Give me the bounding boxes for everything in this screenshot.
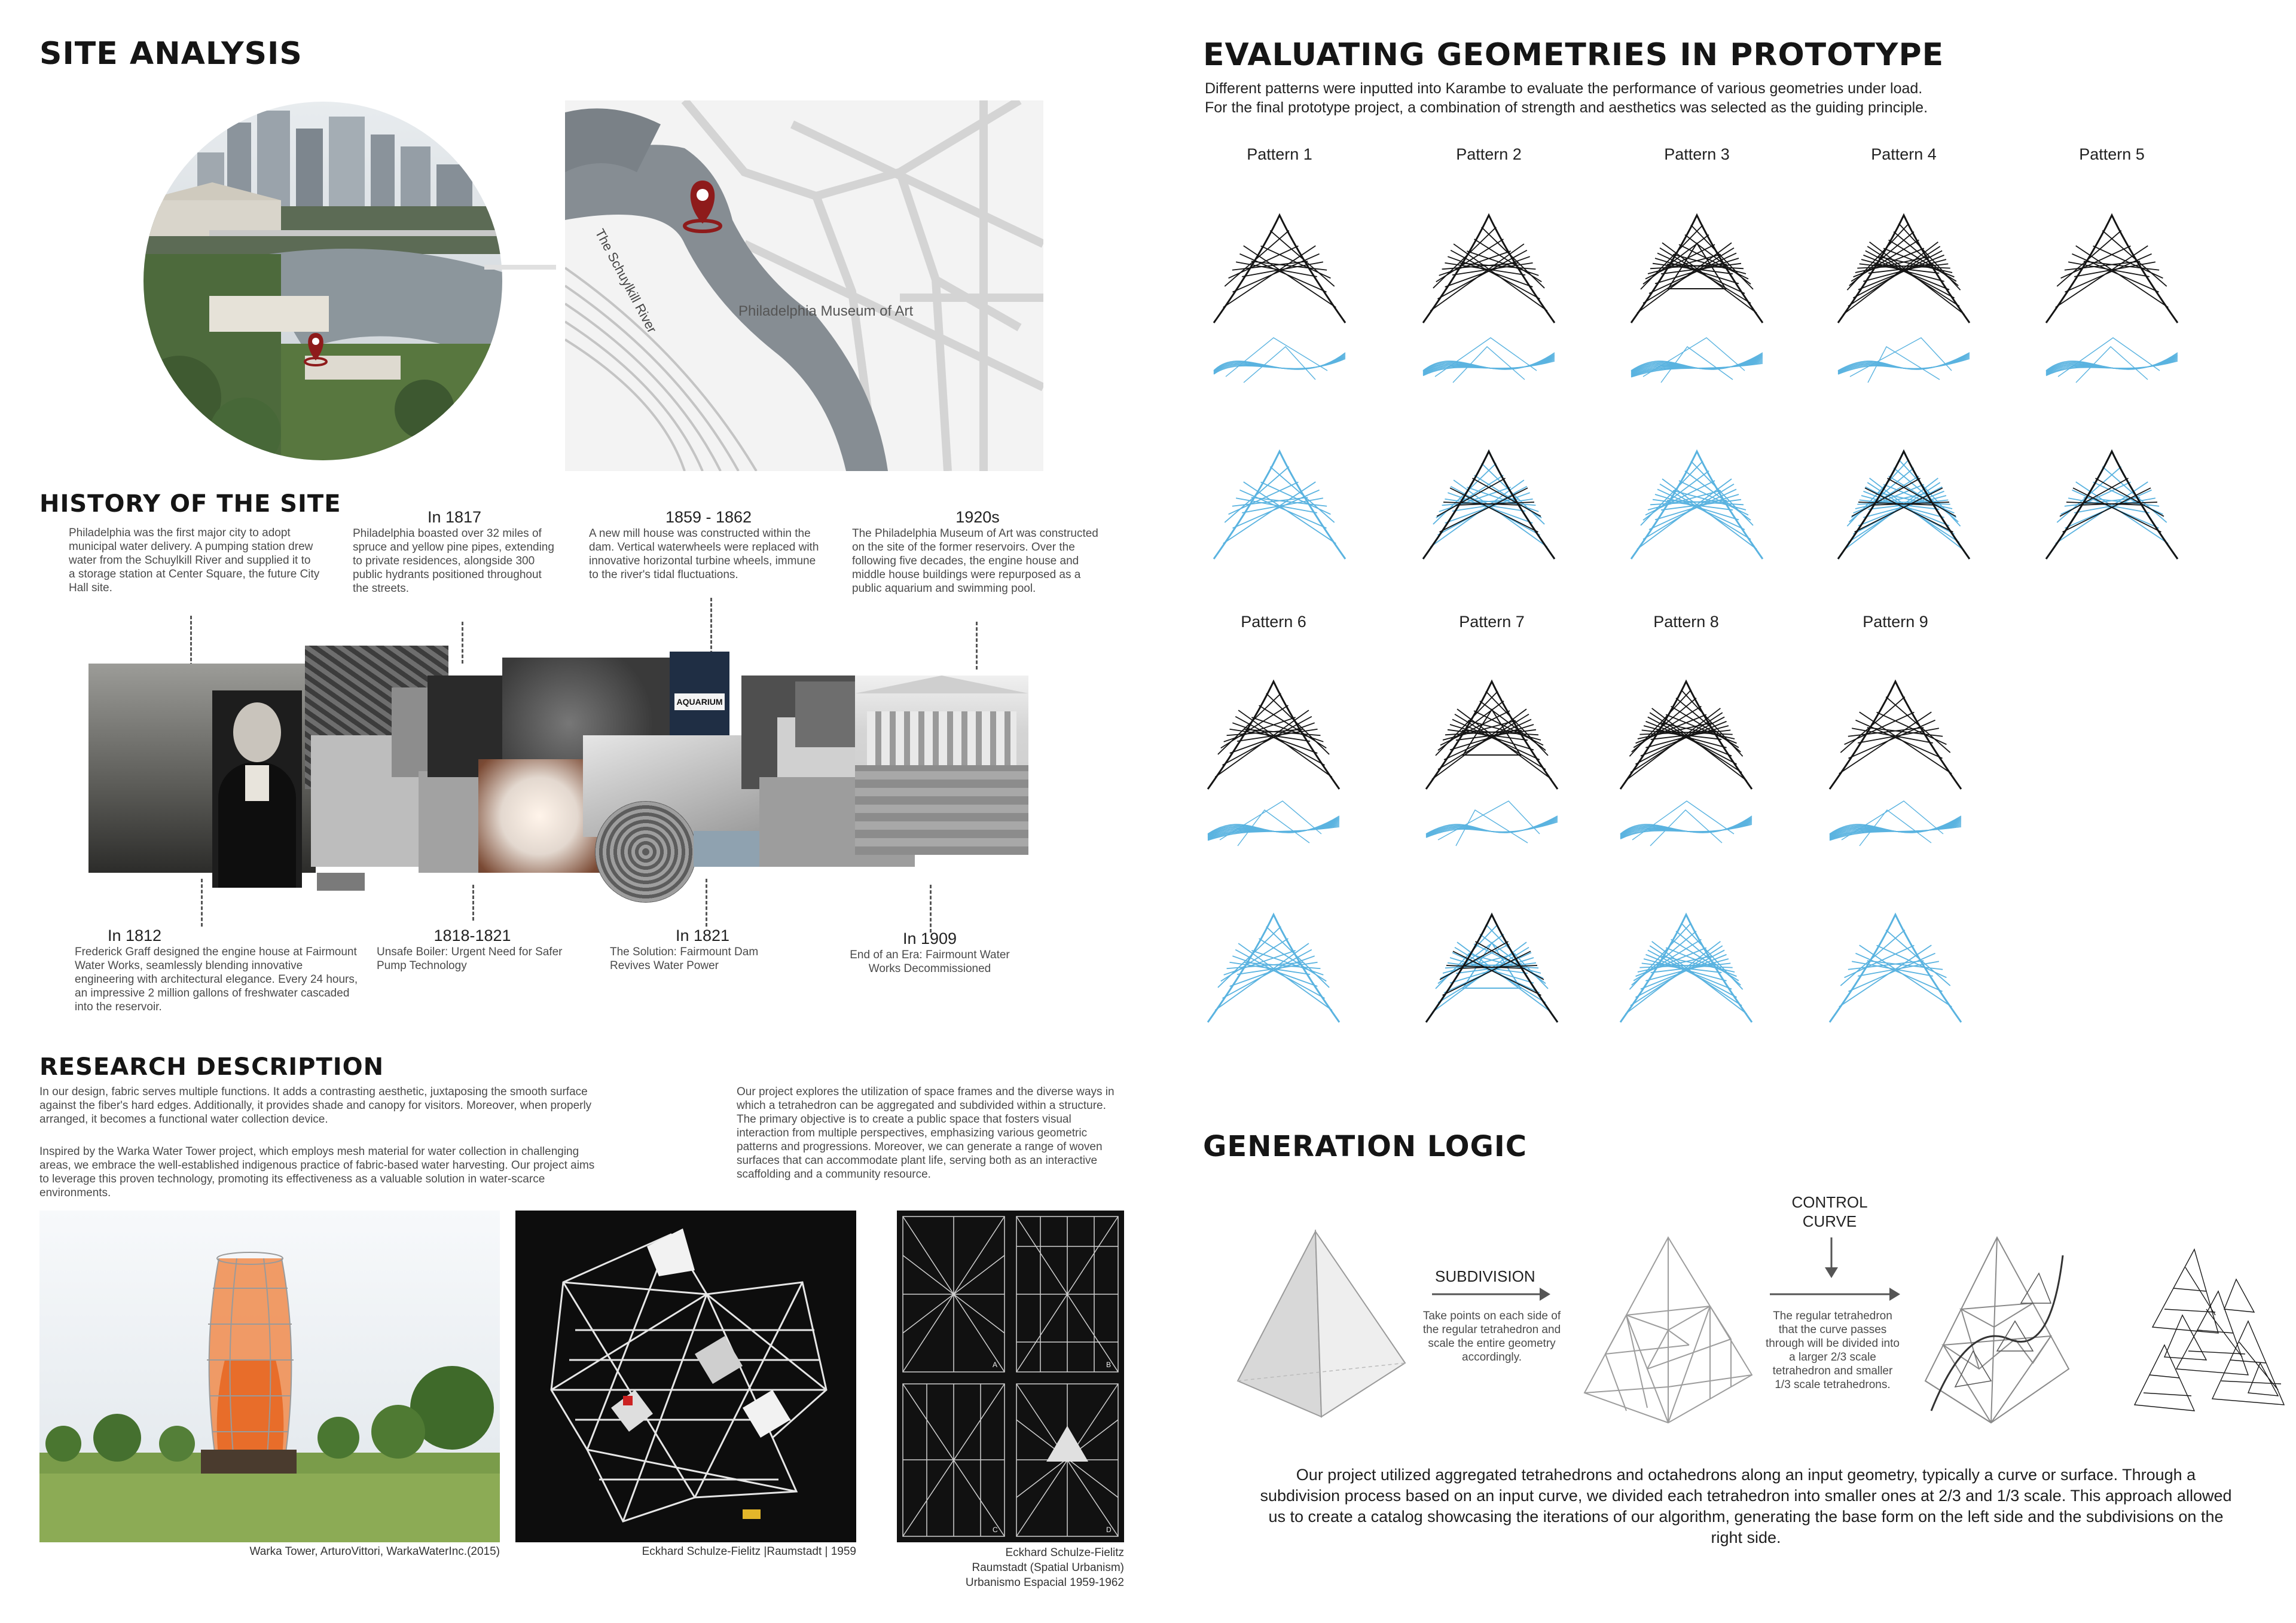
plate-label: D	[1106, 1526, 1112, 1534]
timeline-leader	[472, 885, 474, 921]
plates-caption: Eckhard Schulze-Fielitz Raumstadt (Spati…	[965, 1546, 1124, 1589]
control-curve-description: The regular tetrahedron that the curve p…	[1766, 1310, 1900, 1391]
pattern-geometry	[1213, 213, 1347, 323]
timeline-leader	[201, 879, 203, 927]
pattern-label: Pattern 9	[1863, 613, 1928, 631]
pattern-label: Pattern 3	[1664, 145, 1730, 163]
pattern-label: Pattern 8	[1653, 613, 1719, 631]
pattern-geometry	[1425, 679, 1559, 790]
pattern-overlay	[1828, 912, 1962, 1023]
arrow-right-icon	[1432, 1288, 1550, 1301]
aquarium-poster: AQUARIUM	[670, 652, 729, 735]
pattern-geometry	[1828, 679, 1962, 790]
subdivision-label: SUBDIVISION	[1435, 1267, 1535, 1285]
timeline-leader	[190, 616, 192, 687]
timeline-leader	[976, 622, 978, 670]
pattern-deformation	[1207, 800, 1340, 846]
pattern-geometry	[2045, 213, 2179, 323]
history-bottom-1: 1818-1821 Unsafe Boiler: Urgent Need for…	[377, 927, 563, 972]
timeline-leader	[462, 622, 463, 664]
pattern-geometry	[1630, 213, 1764, 323]
raumstadt-model-photo	[515, 1211, 856, 1542]
pattern-geometry	[1619, 679, 1753, 790]
pattern-overlay	[1630, 449, 1764, 560]
pattern-label: Pattern 4	[1871, 145, 1937, 163]
history-top-2: 1859 - 1862 A new mill house was constru…	[589, 508, 819, 581]
pattern-geometry	[1422, 213, 1556, 323]
generation-summary: Our project utilized aggregated tetrahed…	[1260, 1466, 2232, 1546]
pattern-deformation	[1631, 337, 1763, 383]
history-bottom-2: In 1821 The Solution: Fairmount Dam Revi…	[610, 927, 759, 972]
location-pin-icon	[304, 333, 328, 366]
generation-title: GENERATION LOGIC	[1203, 1130, 1527, 1163]
arrow-down-icon	[1825, 1237, 1838, 1278]
site-map: The Schuylkill River Philadelphia Museum…	[565, 100, 1043, 471]
location-pin-icon	[683, 181, 722, 233]
pattern-overlay	[1422, 449, 1556, 560]
aquarium-sign: AQUARIUM	[674, 693, 725, 710]
collage-base-photo	[317, 873, 365, 891]
pattern-deformation	[1620, 800, 1752, 846]
timeline-leader	[710, 598, 712, 676]
research-paragraph-3: Our project explores the utilization of …	[737, 1086, 1115, 1181]
timeline-leader	[930, 885, 932, 933]
arrow-right-icon	[1770, 1288, 1900, 1301]
pattern-label: Pattern 2	[1456, 145, 1522, 163]
base-tetrahedron	[1236, 1229, 1406, 1418]
aerial-photo	[144, 102, 556, 460]
plate-label: C	[993, 1526, 998, 1534]
raumstadt-caption: Eckhard Schulze-Fielitz |Raumstadt | 195…	[642, 1545, 856, 1558]
pattern-overlay	[1213, 449, 1347, 560]
pattern-geometry	[1207, 679, 1341, 790]
pattern-geometry	[1837, 213, 1971, 323]
history-title: HISTORY OF THE SITE	[39, 490, 341, 518]
pattern-label: Pattern 5	[2079, 145, 2145, 163]
history-bottom-3: In 1909 End of an Era: Fairmount Water W…	[850, 930, 1010, 975]
warka-tower-photo	[39, 1211, 500, 1542]
collage-turbine-photo	[595, 801, 697, 903]
pattern-deformation	[1425, 800, 1558, 846]
history-top-3: 1920s The Philadelphia Museum of Art was…	[852, 508, 1098, 595]
map-museum-label: Philadelphia Museum of Art	[738, 303, 913, 319]
pattern-overlay	[1425, 912, 1559, 1023]
final-aggregation	[2133, 1248, 2285, 1411]
history-bottom-0: In 1812 Frederick Graff designed the eng…	[75, 927, 358, 1013]
evaluating-title: EVALUATING GEOMETRIES IN PROTOTYPE	[1203, 37, 1944, 73]
pattern-deformation	[1837, 337, 1970, 383]
plate-label: B	[1106, 1361, 1111, 1369]
research-paragraph-1: In our design, fabric serves multiple fu…	[39, 1086, 592, 1126]
pattern-label: Pattern 7	[1459, 613, 1525, 631]
control-curve-label: CONTROL CURVE	[1791, 1193, 1868, 1230]
plate-label: A	[993, 1361, 997, 1369]
pattern-deformation	[2045, 337, 2178, 383]
portrait-photo	[212, 690, 302, 888]
pattern-overlay	[2045, 449, 2179, 560]
curve-subdivided-tetrahedron	[1924, 1236, 2070, 1424]
research-paragraph-2: Inspired by the Warka Water Tower projec…	[39, 1145, 595, 1199]
pattern-overlay	[1619, 912, 1753, 1023]
pattern-deformation	[1213, 337, 1346, 383]
subdivided-tetrahedron	[1583, 1236, 1753, 1424]
history-top-1: In 1817 Philadelphia boasted over 32 mil…	[353, 508, 554, 595]
evaluating-intro: Different patterns were inputted into Ka…	[1205, 80, 1928, 116]
pattern-deformation	[1422, 337, 1555, 383]
research-title: RESEARCH DESCRIPTION	[39, 1053, 384, 1081]
pattern-overlay	[1207, 912, 1341, 1023]
site-analysis-title: SITE ANALYSIS	[39, 36, 303, 72]
collage-river-photo	[694, 831, 765, 867]
pattern-deformation	[1829, 800, 1962, 846]
timeline-leader	[706, 879, 707, 927]
spatial-urbanism-plates: A B C D	[897, 1211, 1124, 1542]
warka-caption: Warka Tower, ArturoVittori, WarkaWaterIn…	[249, 1545, 500, 1558]
pattern-overlay	[1837, 449, 1971, 560]
pattern-label: Pattern 1	[1247, 145, 1312, 163]
museum-facade-photo	[855, 676, 1028, 855]
pattern-label: Pattern 6	[1241, 613, 1306, 631]
history-top-0: Philadelphia was the first major city to…	[69, 527, 320, 594]
subdivision-description: Take points on each side of the regular …	[1422, 1310, 1561, 1364]
